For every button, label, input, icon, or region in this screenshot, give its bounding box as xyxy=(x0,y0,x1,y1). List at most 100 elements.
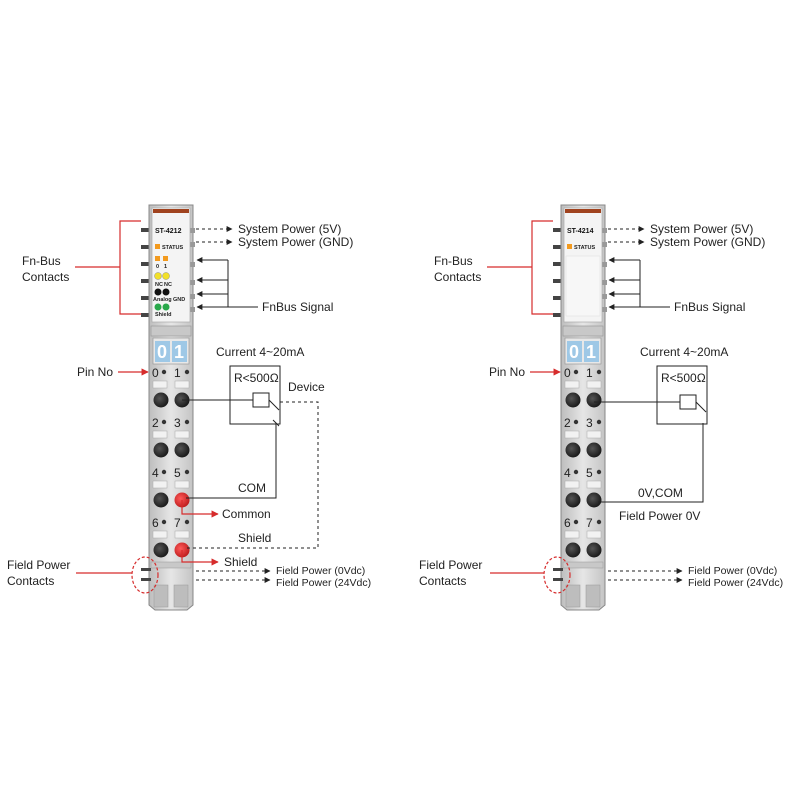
left-led-label-nc-a: NC xyxy=(155,282,163,288)
left-led-label-1: 1 xyxy=(164,264,167,270)
right-system-power-5v: System Power (5V) xyxy=(650,222,753,236)
left-pin-6: 6 xyxy=(152,516,159,530)
left-side-notches xyxy=(190,228,195,312)
right-system-power-gnd: System Power (GND) xyxy=(650,235,765,249)
left-pin-4: 4 xyxy=(152,466,159,480)
left-display-text-0: 0 xyxy=(157,342,167,362)
right-device-box xyxy=(656,365,708,425)
left-connector-cap xyxy=(150,325,192,337)
left-terminal-4 xyxy=(153,492,169,508)
left-terminal-0 xyxy=(153,392,169,408)
right-resistor xyxy=(679,394,697,410)
left-label-panel xyxy=(151,207,191,323)
left-led-shield-a xyxy=(154,303,162,311)
right-terminal-0 xyxy=(565,392,581,408)
right-fn-bus-contacts-line2: Contacts xyxy=(434,270,481,284)
right-terminal-7 xyxy=(586,542,602,558)
left-com-label: COM xyxy=(238,481,266,495)
left-device-box xyxy=(229,365,281,425)
left-led-gnd xyxy=(162,288,170,296)
left-fn-bus-contacts-line2: Contacts xyxy=(22,270,69,284)
right-field-power-24v: Field Power (24Vdc) xyxy=(688,577,783,589)
left-field-power-contacts-line1: Field Power xyxy=(7,558,70,572)
left-pin-7: 7 xyxy=(174,516,181,530)
left-terminal-3 xyxy=(174,442,190,458)
left-field-power-ring xyxy=(131,556,159,594)
left-module: ST-4212 STATUS 0 1 NC NC Analog GND Shie… xyxy=(141,204,195,611)
right-display-digit-0 xyxy=(567,341,582,362)
left-field-power-0v: Field Power (0Vdc) xyxy=(276,565,365,577)
right-terminal-5 xyxy=(586,492,602,508)
left-display-digit-0 xyxy=(155,341,170,362)
right-pin-3: 3 xyxy=(586,416,593,430)
right-fn-bus-contacts-line1: Fn-Bus xyxy=(434,254,473,268)
left-pin-2: 2 xyxy=(152,416,159,430)
left-resistor xyxy=(252,392,270,408)
right-module: ST-4214 STATUS 0 1 0 1 2 3 4 xyxy=(553,204,607,611)
right-pin-0: 0 xyxy=(564,366,571,380)
right-field-pin-a xyxy=(553,568,563,571)
left-led-label-0: 0 xyxy=(156,264,159,270)
right-field-power-ring xyxy=(543,556,571,594)
right-model-label: ST-4214 xyxy=(567,228,594,235)
left-pin-1: 1 xyxy=(174,366,181,380)
right-pin-no-label: Pin No xyxy=(489,365,525,379)
right-terminal-4 xyxy=(565,492,581,508)
left-terminal-6 xyxy=(153,542,169,558)
left-led-1 xyxy=(163,256,168,261)
left-device-label: Device xyxy=(288,380,325,394)
left-status-label: STATUS xyxy=(162,245,184,251)
left-system-power-5v: System Power (5V) xyxy=(238,222,341,236)
right-display-text-1: 1 xyxy=(586,342,596,362)
left-field-power-contacts-line2: Contacts xyxy=(7,574,54,588)
left-led-nc-b xyxy=(162,272,170,280)
left-shield-top-label: Shield xyxy=(238,531,271,545)
right-terminal-2 xyxy=(565,442,581,458)
right-display-text-0: 0 xyxy=(569,342,579,362)
right-pin-1: 1 xyxy=(586,366,593,380)
left-led-label-gnd: GND xyxy=(173,297,185,303)
right-field-power-contacts-line1: Field Power xyxy=(419,558,482,572)
right-pin-6: 6 xyxy=(564,516,571,530)
left-field-pin-a xyxy=(141,568,151,571)
right-field-pin-b xyxy=(553,578,563,581)
left-led-shield-b xyxy=(162,303,170,311)
left-pin-no-label: Pin No xyxy=(77,365,113,379)
left-led-nc-a xyxy=(154,272,162,280)
left-led-analog xyxy=(154,288,162,296)
right-field-power-0v-label: Field Power 0V xyxy=(619,509,700,523)
left-callouts: Fn-Bus Contacts System Power (5V) System… xyxy=(7,220,371,594)
left-led-label-shield: Shield xyxy=(155,312,172,318)
right-field-power-contacts-line2: Contacts xyxy=(419,574,466,588)
left-led-0 xyxy=(155,256,160,261)
right-status-label: STATUS xyxy=(574,245,596,251)
left-display-text-1: 1 xyxy=(174,342,184,362)
left-shield-bottom-label: Shield xyxy=(224,555,257,569)
left-pin-3: 3 xyxy=(174,416,181,430)
left-terminal-2 xyxy=(153,442,169,458)
left-terminal-block: 0 1 2 3 4 5 6 xyxy=(152,366,190,558)
right-callouts: Fn-Bus Contacts System Power (5V) System… xyxy=(419,220,783,594)
left-field-pin-b xyxy=(141,578,151,581)
right-pin-7: 7 xyxy=(586,516,593,530)
right-current-label: Current 4~20mA xyxy=(640,345,728,359)
left-common-label: Common xyxy=(222,507,271,521)
left-accent-bar xyxy=(153,209,189,213)
left-resistor-label: R<500Ω xyxy=(234,371,279,385)
right-pin-2: 2 xyxy=(564,416,571,430)
left-fnbus-signal: FnBus Signal xyxy=(262,300,333,314)
left-led-label-nc-b: NC xyxy=(164,282,172,288)
left-field-power-24v: Field Power (24Vdc) xyxy=(276,577,371,589)
left-fn-bus-contacts-line1: Fn-Bus xyxy=(22,254,61,268)
right-connector-cap xyxy=(562,325,604,337)
right-fnbus-contact-pins xyxy=(553,228,561,317)
right-field-power-0v: Field Power (0Vdc) xyxy=(688,565,777,577)
left-display-digit-1 xyxy=(172,341,187,362)
left-current-label: Current 4~20mA xyxy=(216,345,304,359)
right-terminal-block: 0 1 2 3 4 5 6 7 xyxy=(564,366,602,558)
left-fnbus-contact-pins xyxy=(141,228,149,317)
right-fnbus-signal: FnBus Signal xyxy=(674,300,745,314)
right-zero-v-com-label: 0V,COM xyxy=(638,486,683,500)
right-terminal-3 xyxy=(586,442,602,458)
